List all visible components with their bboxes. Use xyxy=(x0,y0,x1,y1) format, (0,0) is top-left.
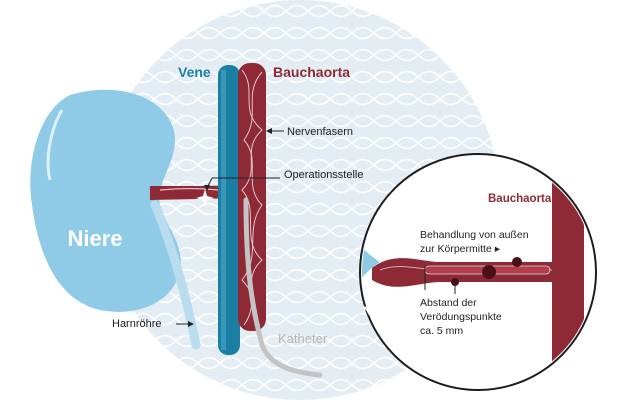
abstand-line2: Verödungspunkte xyxy=(420,311,502,323)
aorta-vessel xyxy=(238,63,266,331)
katheter-label: Katheter xyxy=(278,331,328,346)
inset-kidney-label: Niere xyxy=(363,304,393,318)
behandlung-line2: zur Körpermitte ▸ xyxy=(420,243,501,255)
right-arrow-icon xyxy=(188,321,194,327)
kidney-label: Niere xyxy=(67,226,122,251)
harnroehre-label: Harnröhre xyxy=(112,318,162,330)
abstand-line1: Abstand der xyxy=(420,297,477,309)
kidney-highlight xyxy=(46,109,64,181)
ablation-point xyxy=(512,257,522,267)
left-arrow-icon xyxy=(266,128,272,134)
operationsstelle-label: Operationsstelle xyxy=(284,169,364,181)
inset-aorta xyxy=(552,156,584,388)
ablation-star-icon xyxy=(196,189,214,207)
ureter xyxy=(150,200,201,350)
vein-label: Vene xyxy=(178,64,211,80)
nervenfasern-label: Nervenfasern xyxy=(287,126,353,138)
down-arrow-icon xyxy=(204,185,210,191)
aorta-label: Bauchaorta xyxy=(273,64,350,80)
catheter-line xyxy=(243,197,323,378)
kidney-main xyxy=(30,89,181,312)
behandlung-line1: Behandlung von außen xyxy=(420,229,529,241)
ablation-point xyxy=(482,265,496,279)
inset-aorta-label: Bauchaorta xyxy=(488,193,552,205)
abstand-line3: ca. 5 mm xyxy=(420,325,463,337)
